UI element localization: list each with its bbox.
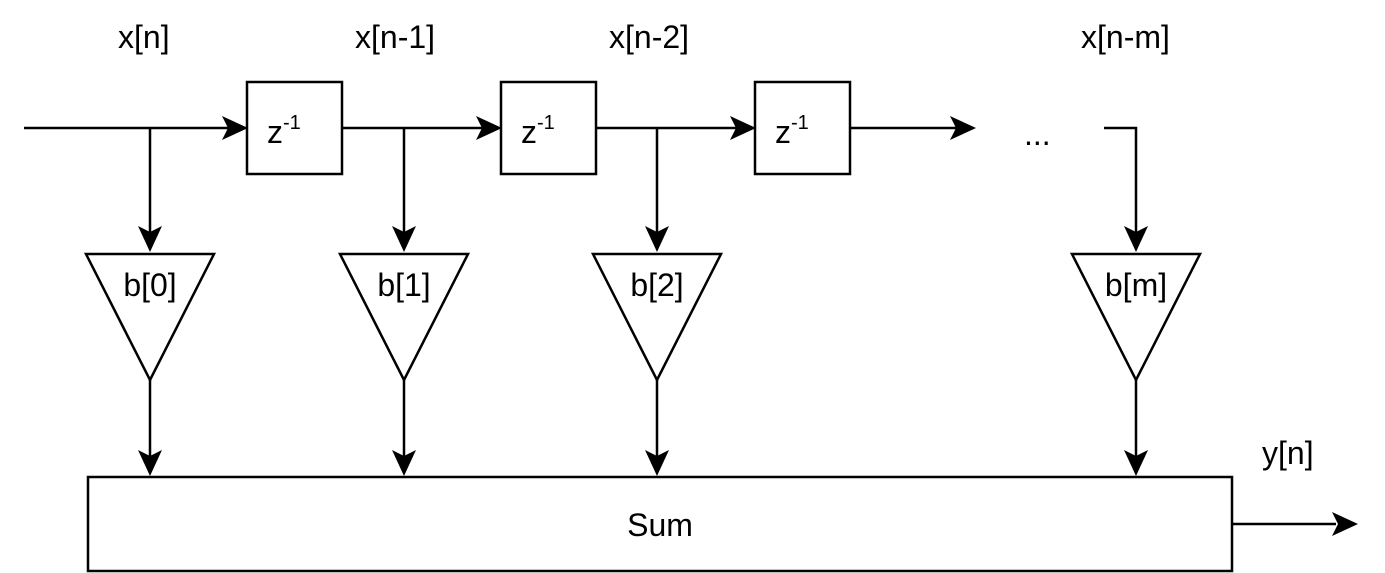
delay-block-1-label: z-1 bbox=[267, 112, 301, 150]
arrow-into-delay-3 bbox=[730, 116, 756, 140]
signal-label-x-n-1: x[n-1] bbox=[355, 19, 435, 55]
output-label-y-n: y[n] bbox=[1262, 435, 1314, 471]
coef-label-2: b[2] bbox=[630, 267, 683, 303]
coef-triangle-2 bbox=[590, 252, 724, 383]
delay-base-1: z bbox=[267, 114, 283, 150]
delay-block-2 bbox=[499, 80, 598, 176]
coef-triangle-m bbox=[1069, 252, 1203, 383]
arrow-into-sum-1 bbox=[392, 450, 416, 476]
sum-block bbox=[86, 475, 1234, 573]
arrow-into-coef-1 bbox=[392, 226, 416, 252]
arrow-into-coef-m bbox=[1124, 226, 1148, 252]
arrow-into-delay-1 bbox=[222, 116, 248, 140]
arrow-into-delay-2 bbox=[476, 116, 502, 140]
coef-label-1: b[1] bbox=[377, 267, 430, 303]
signal-label-x-n-2: x[n-2] bbox=[609, 19, 689, 55]
delay-base-3: z bbox=[775, 114, 791, 150]
coef-label-0: b[0] bbox=[123, 267, 176, 303]
arrow-to-ellipsis bbox=[950, 116, 976, 140]
signal-label-x-n: x[n] bbox=[118, 19, 170, 55]
ellipsis-label: ... bbox=[1024, 116, 1051, 152]
coef-label-m: b[m] bbox=[1105, 267, 1167, 303]
sum-label: Sum bbox=[627, 507, 693, 543]
arrow-into-sum-0 bbox=[138, 450, 162, 476]
arrow-into-sum-2 bbox=[645, 450, 669, 476]
delay-exponent-1: -1 bbox=[283, 112, 301, 134]
output-arrow bbox=[1332, 512, 1358, 536]
delay-base-2: z bbox=[521, 114, 537, 150]
arrow-into-coef-0 bbox=[138, 226, 162, 252]
wire-last-tap bbox=[1104, 126, 1138, 232]
coef-triangle-0 bbox=[83, 252, 217, 383]
delay-exponent-2: -1 bbox=[537, 112, 555, 134]
delay-exponent-3: -1 bbox=[791, 112, 809, 134]
delay-block-2-label: z-1 bbox=[521, 112, 555, 150]
arrow-into-sum-m bbox=[1124, 450, 1148, 476]
signal-label-x-n-m: x[n-m] bbox=[1081, 19, 1170, 55]
coef-triangle-1 bbox=[337, 252, 471, 383]
delay-block-3-label: z-1 bbox=[775, 112, 809, 150]
arrow-into-coef-2 bbox=[645, 226, 669, 252]
